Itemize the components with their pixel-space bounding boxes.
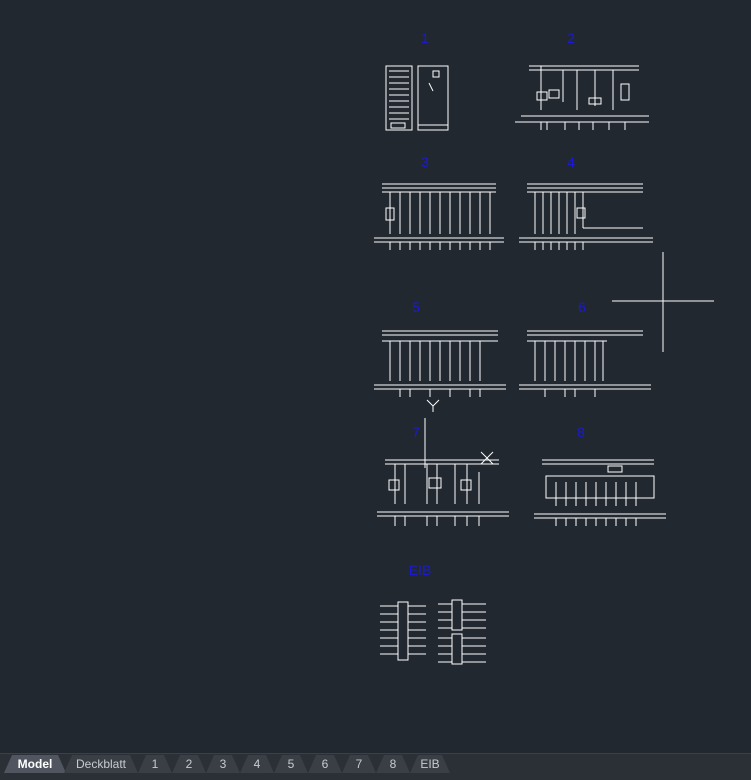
tab-eib[interactable]: EIB [410, 755, 450, 773]
sheet-label-6: 6 [578, 299, 586, 315]
sheet-label-8: 8 [577, 424, 585, 440]
sheet-label-3: 3 [421, 154, 429, 170]
tab-2[interactable]: 2 [172, 755, 206, 773]
layout-tab-bar: Model Deckblatt 1 2 3 4 5 6 7 8 EIB [0, 753, 751, 780]
sheet-label-eib: EIB [408, 562, 432, 578]
tab-3[interactable]: 3 [206, 755, 240, 773]
model-space-canvas[interactable]: 1 2 [0, 0, 751, 753]
sheet-label-5: 5 [412, 299, 420, 315]
sheet-label-4: 4 [567, 154, 575, 170]
sheet-thumbnail-4[interactable] [517, 178, 655, 252]
sheet-thumbnail-2[interactable] [513, 62, 651, 134]
sheet-thumbnail-8[interactable] [532, 456, 668, 530]
tab-6[interactable]: 6 [308, 755, 342, 773]
tab-deckblatt[interactable]: Deckblatt [64, 755, 138, 773]
sheet-thumbnail-1[interactable] [385, 63, 451, 133]
tab-4[interactable]: 4 [240, 755, 274, 773]
sheet-thumbnail-7[interactable] [375, 448, 511, 530]
tab-1[interactable]: 1 [138, 755, 172, 773]
sheet-label-7: 7 [412, 424, 420, 440]
tab-5[interactable]: 5 [274, 755, 308, 773]
crosshair-cursor-icon [612, 252, 714, 352]
ucs-y-axis-icon [424, 399, 440, 468]
tab-model[interactable]: Model [4, 755, 66, 773]
tab-8[interactable]: 8 [376, 755, 410, 773]
sheet-thumbnail-5[interactable] [372, 325, 508, 399]
sheet-thumbnail-eib[interactable] [378, 598, 490, 668]
sheet-thumbnail-3[interactable] [372, 178, 506, 252]
sheet-label-2: 2 [567, 30, 575, 46]
tab-7[interactable]: 7 [342, 755, 376, 773]
sheet-thumbnail-6[interactable] [517, 325, 655, 399]
sheet-label-1: 1 [421, 30, 429, 46]
